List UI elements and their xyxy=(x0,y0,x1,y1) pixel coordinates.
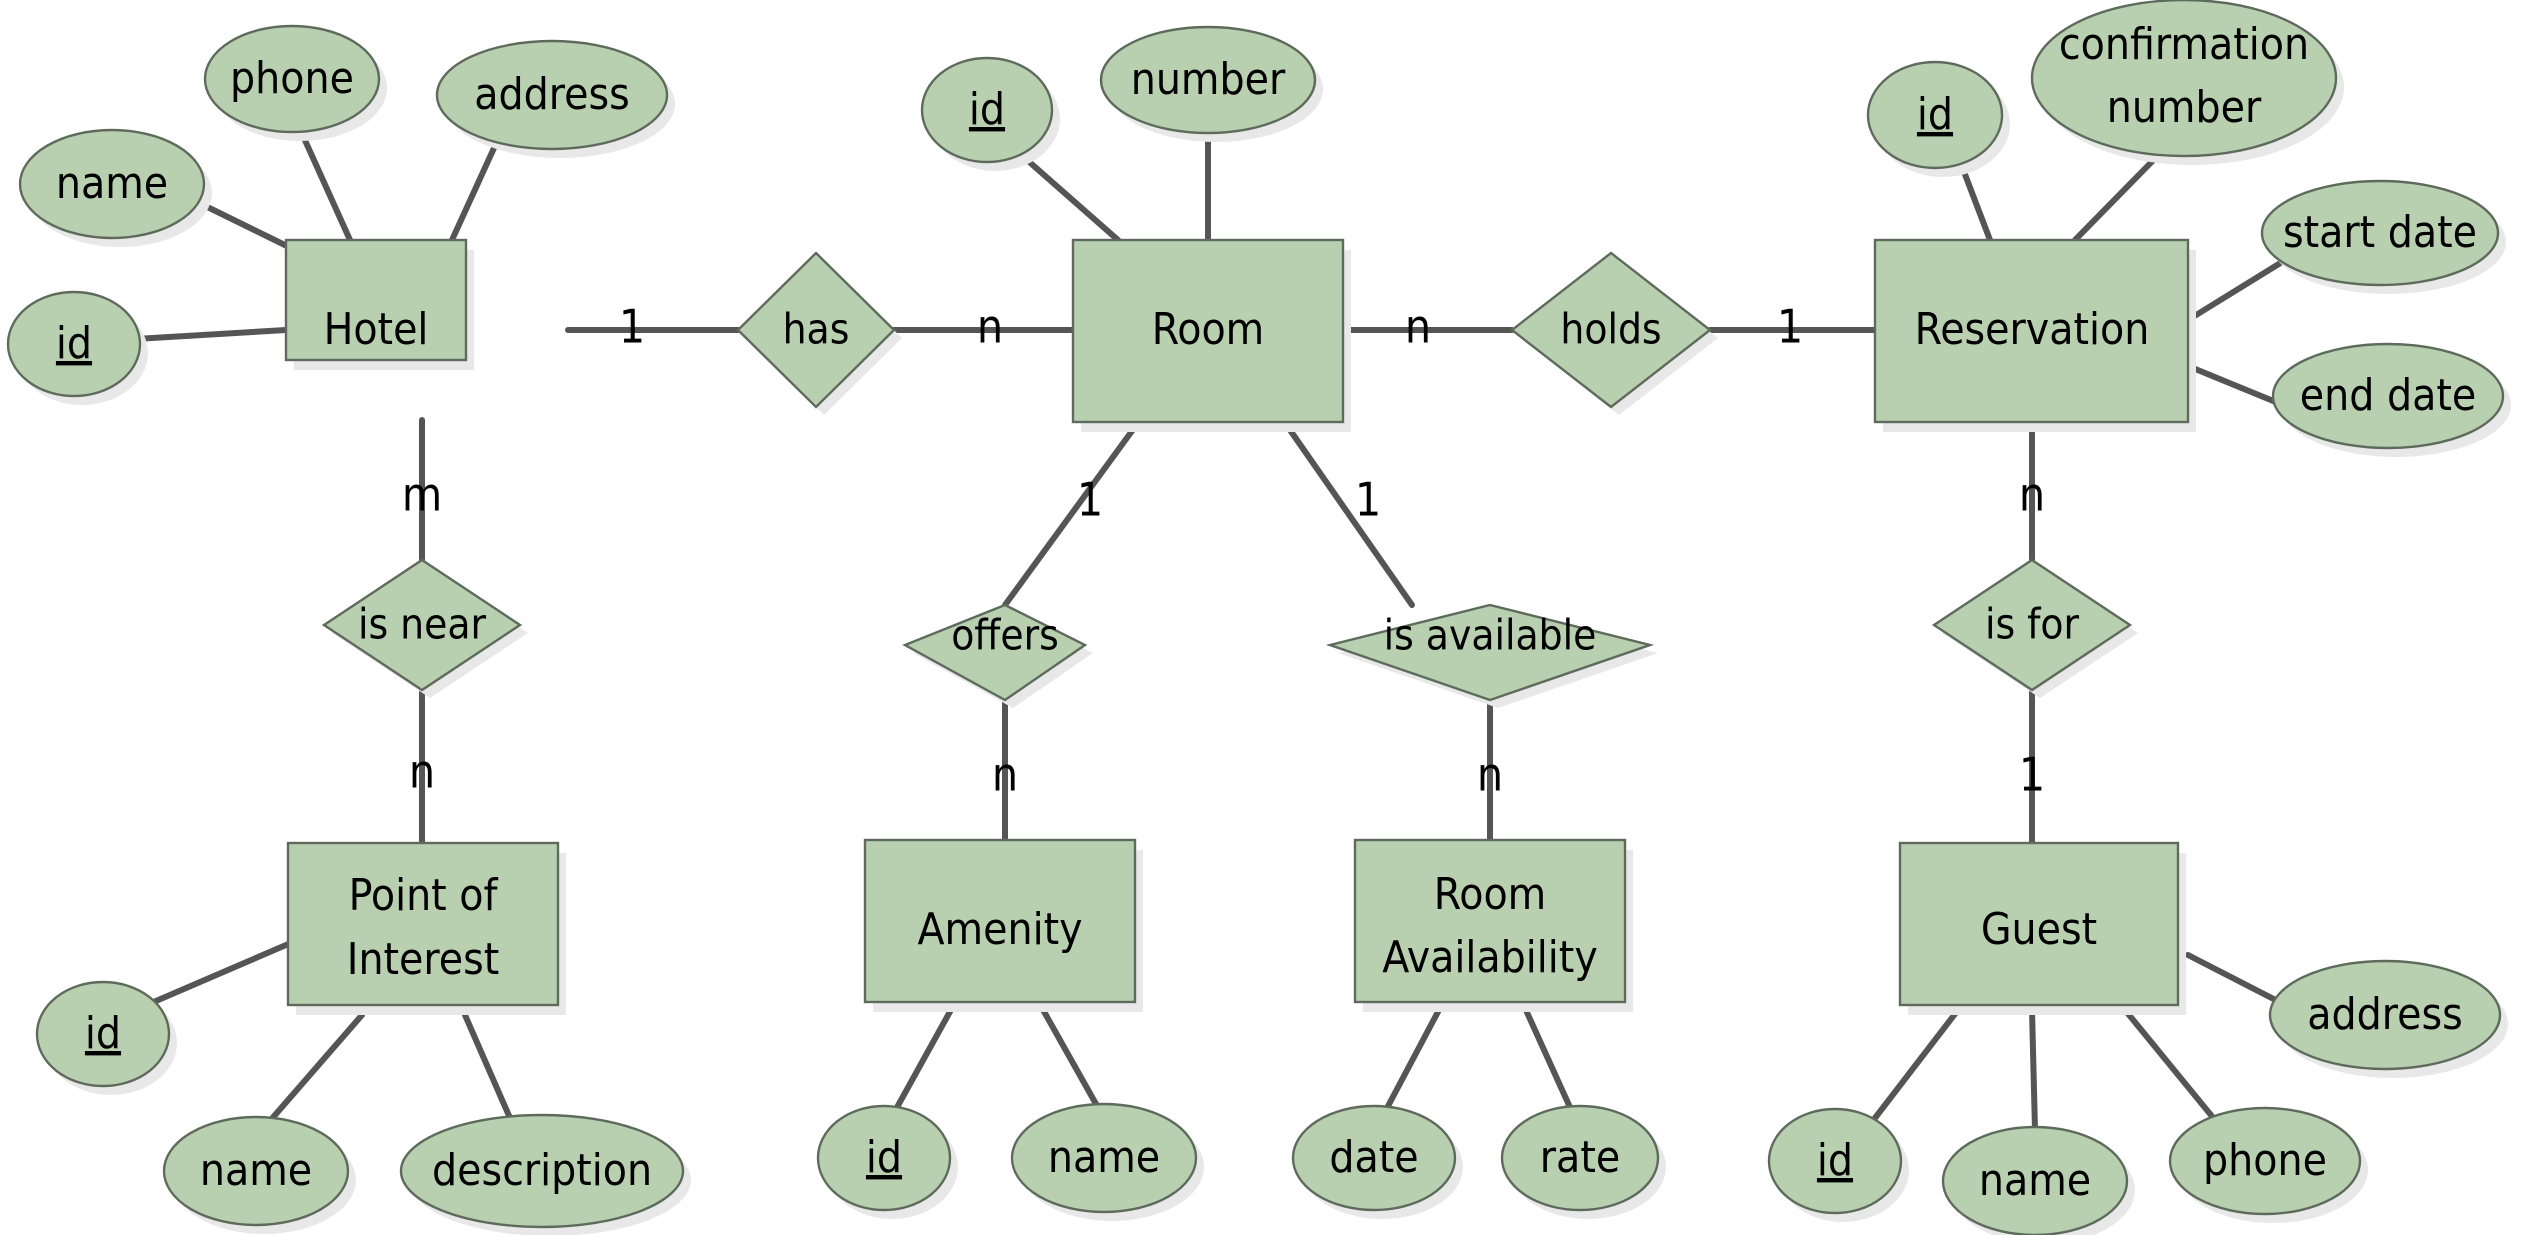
edge-room-offers xyxy=(1002,417,1143,608)
entity-room-availability-label-line2: Availability xyxy=(1382,932,1598,983)
attribute-room-id-label: id xyxy=(969,84,1005,135)
attribute-reservation-confirmation-line1: confirmation xyxy=(2059,19,2309,70)
attribute-poi-name-label: name xyxy=(200,1145,312,1196)
edge-ra-date xyxy=(1375,1005,1443,1128)
attribute-reservation-start-date[interactable]: start date xyxy=(2260,179,2506,294)
relationship-is-near[interactable]: is near xyxy=(321,558,528,698)
attribute-poi-description-label: description xyxy=(432,1145,652,1196)
attribute-amenity-name[interactable]: name xyxy=(1010,1102,1204,1221)
entity-room[interactable]: Room xyxy=(1071,238,1351,432)
relationship-is-for-label: is for xyxy=(1985,600,2080,649)
attribute-hotel-name-label: name xyxy=(56,158,168,209)
edge-poi-desc xyxy=(462,1012,513,1121)
attribute-hotel-id-label: id xyxy=(56,318,92,369)
relationship-holds[interactable]: holds xyxy=(1510,251,1718,415)
attribute-reservation-id-label: id xyxy=(1917,89,1953,140)
entity-guest-label: Guest xyxy=(1981,904,2097,955)
relationship-has[interactable]: has xyxy=(736,251,902,415)
relationship-has-label: has xyxy=(783,305,850,354)
attribute-amenity-id[interactable]: id xyxy=(816,1104,958,1219)
edge-poi-name xyxy=(259,1012,365,1133)
attribute-amenity-id-label: id xyxy=(866,1132,902,1183)
attribute-poi-id[interactable]: id xyxy=(35,980,177,1095)
attribute-room-number[interactable]: number xyxy=(1099,25,1323,142)
attribute-room-availability-rate[interactable]: rate xyxy=(1500,1104,1666,1219)
relationship-is-available-label: is available xyxy=(1384,611,1597,660)
attribute-hotel-address[interactable]: address xyxy=(435,39,675,158)
cardinality-offers-amenity: n xyxy=(992,748,1018,802)
attribute-reservation-id[interactable]: id xyxy=(1866,60,2010,177)
relationship-offers-label: offers xyxy=(951,611,1059,660)
attribute-guest-phone[interactable]: phone xyxy=(2168,1106,2368,1223)
cardinality-room-is-available: 1 xyxy=(1355,473,1381,527)
edge-guest-id xyxy=(1872,1007,1961,1121)
entity-amenity[interactable]: Amenity xyxy=(863,838,1143,1012)
attribute-guest-address[interactable]: address xyxy=(2268,959,2508,1078)
attribute-poi-id-label: id xyxy=(85,1008,121,1059)
relationship-holds-label: holds xyxy=(1560,305,1661,354)
cardinality-is-available-ra: n xyxy=(1477,748,1503,802)
attribute-hotel-phone[interactable]: phone xyxy=(203,24,387,141)
cardinality-holds-reservation: 1 xyxy=(1777,300,1803,354)
attribute-reservation-confirmation-line2: number xyxy=(2107,82,2262,133)
edge-guest-phone xyxy=(2122,1007,2218,1123)
entity-room-label: Room xyxy=(1152,304,1265,355)
cardinality-hotel-is-near: m xyxy=(402,468,442,522)
entity-reservation-label: Reservation xyxy=(1915,304,2150,355)
attribute-reservation-end-date-label: end date xyxy=(2300,370,2476,421)
edge-room-isavail xyxy=(1280,417,1415,608)
cardinality-hotel-has: 1 xyxy=(619,300,645,354)
edge-res-start xyxy=(2185,251,2298,323)
attribute-guest-id-label: id xyxy=(1817,1135,1853,1186)
attribute-guest-name-label: name xyxy=(1979,1155,2091,1206)
entity-hotel[interactable]: Hotel xyxy=(284,238,474,370)
attribute-guest-id[interactable]: id xyxy=(1767,1107,1909,1222)
edge-poi-id xyxy=(132,939,296,1013)
attribute-guest-phone-label: phone xyxy=(2203,1135,2327,1186)
cardinality-is-for-guest: 1 xyxy=(2019,748,2045,802)
entity-hotel-label: Hotel xyxy=(324,304,429,355)
attribute-room-id[interactable]: id xyxy=(920,56,1060,171)
entity-room-availability-label-line1: Room xyxy=(1434,869,1547,920)
entity-point-of-interest-label-line1: Point of xyxy=(349,870,499,921)
attribute-poi-name[interactable]: name xyxy=(162,1115,356,1234)
relationship-offers[interactable]: offers xyxy=(902,603,1093,708)
entity-point-of-interest[interactable]: Point of Interest xyxy=(286,841,566,1015)
attribute-guest-address-label: address xyxy=(2307,989,2462,1040)
entity-point-of-interest-label-line2: Interest xyxy=(347,934,499,985)
attribute-reservation-end-date[interactable]: end date xyxy=(2271,342,2511,457)
attribute-reservation-start-date-label: start date xyxy=(2283,207,2477,258)
attribute-hotel-phone-label: phone xyxy=(230,53,354,104)
entity-amenity-label: Amenity xyxy=(917,904,1082,955)
cardinality-room-offers: 1 xyxy=(1077,473,1103,527)
entity-guest[interactable]: Guest xyxy=(1898,841,2186,1015)
attribute-room-availability-date-label: date xyxy=(1329,1132,1418,1183)
attribute-amenity-name-label: name xyxy=(1048,1132,1160,1183)
attribute-room-availability-date[interactable]: date xyxy=(1291,1104,1463,1219)
attribute-poi-description[interactable]: description xyxy=(399,1113,691,1235)
cardinality-room-holds: n xyxy=(1405,300,1431,354)
edge-hotel-id xyxy=(115,327,289,343)
edge-amen-id xyxy=(887,1005,955,1123)
attribute-room-availability-rate-label: rate xyxy=(1540,1132,1620,1183)
attribute-room-number-label: number xyxy=(1131,54,1286,105)
attribute-hotel-name[interactable]: name xyxy=(18,128,212,247)
attribute-reservation-confirmation-number[interactable]: confirmation number xyxy=(2030,0,2344,165)
attribute-hotel-address-label: address xyxy=(474,69,629,120)
cardinality-reservation-is-for: n xyxy=(2019,468,2045,522)
cardinality-has-room: n xyxy=(977,300,1003,354)
relationship-is-available[interactable]: is available xyxy=(1325,603,1658,708)
edge-amen-name xyxy=(1039,1005,1108,1123)
relationship-is-near-label: is near xyxy=(358,600,487,649)
entity-room-availability[interactable]: Room Availability xyxy=(1353,838,1633,1012)
relationship-is-for[interactable]: is for xyxy=(1931,558,2138,698)
edge-guest-name xyxy=(2029,1007,2038,1133)
attribute-guest-name[interactable]: name xyxy=(1941,1125,2135,1235)
cardinality-is-near-poi: n xyxy=(409,745,435,799)
entity-reservation[interactable]: Reservation xyxy=(1873,238,2196,432)
attribute-hotel-id[interactable]: id xyxy=(6,290,148,405)
